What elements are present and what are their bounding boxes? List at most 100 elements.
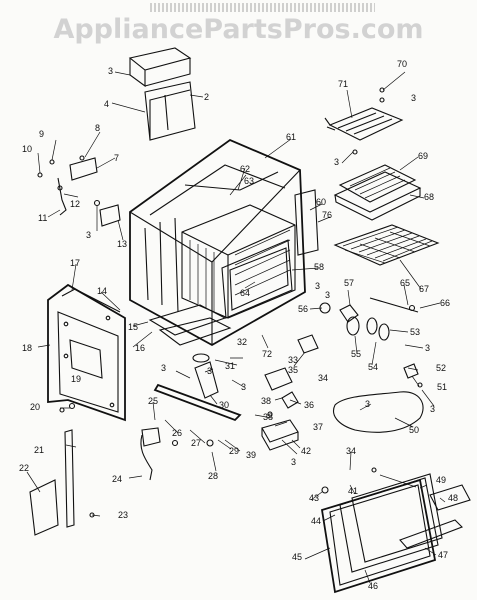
kick-plate [29,407,95,536]
callout-71: 71 [338,79,348,89]
callout-37: 37 [313,422,323,432]
callout-31: 31 [225,361,235,371]
broil-pan [333,164,422,221]
callout-3: 3 [411,93,416,103]
callout-65: 65 [400,278,410,288]
callout-4: 4 [104,99,109,109]
leader-lines [26,71,446,584]
callout-48: 48 [448,493,458,503]
callout-28: 28 [208,471,218,481]
callout-23: 23 [118,510,128,520]
callout-26: 26 [172,428,182,438]
callout-34: 34 [318,373,328,383]
callout-3: 3 [291,457,296,467]
watermark: AppliancePartsPros.com [53,14,424,45]
callout-25: 25 [148,396,158,406]
callout-3: 3 [430,404,435,414]
callout-38: 38 [261,396,271,406]
callout-53: 53 [410,327,420,337]
callout-2: 2 [204,92,209,102]
callout-35: 35 [288,365,298,375]
callout-8: 8 [95,123,100,133]
callout-69: 69 [418,151,428,161]
callout-64: 64 [240,288,250,298]
callout-3: 3 [425,343,430,353]
callout-15: 15 [128,322,138,332]
burner-assembly [153,334,319,422]
callout-50: 50 [409,425,419,435]
callout-49: 49 [436,475,446,485]
callout-30: 30 [219,400,229,410]
oven-bottom-panel [333,391,424,433]
callout-3: 3 [315,281,320,291]
callout-34: 34 [346,446,356,456]
callout-29: 29 [229,446,239,456]
callout-13: 13 [117,239,127,249]
callout-3: 3 [334,157,339,167]
callout-18: 18 [22,343,32,353]
callout-22: 22 [19,463,29,473]
callout-56: 56 [298,304,308,314]
callout-70: 70 [397,59,407,69]
callout-3: 3 [86,230,91,240]
callout-60: 60 [316,197,326,207]
callout-66: 66 [440,298,450,308]
scanned-header-text [150,3,375,12]
callout-3: 3 [325,290,330,300]
callout-3: 3 [161,363,166,373]
callout-14: 14 [97,286,107,296]
callout-7: 7 [114,153,119,163]
callout-51: 51 [437,382,447,392]
callout-3: 3 [241,382,246,392]
callout-63: 63 [244,176,254,186]
oven-rack [333,224,440,266]
callout-54: 54 [368,362,378,372]
callout-43: 43 [309,493,319,503]
callout-10: 10 [22,144,32,154]
callout-57: 57 [344,278,354,288]
callout-42: 42 [301,446,311,456]
callout-9: 9 [39,129,44,139]
callout-11: 11 [38,213,47,223]
callout-36: 36 [304,400,314,410]
callout-68: 68 [424,192,434,202]
igniter-block [261,411,299,451]
callout-12: 12 [70,199,80,209]
callout-52: 52 [436,363,446,373]
callout-67: 67 [419,284,429,294]
callout-72: 72 [262,349,272,359]
callout-20: 20 [30,402,40,412]
callout-24: 24 [112,474,122,484]
knob-parts [403,363,423,388]
callout-61: 61 [286,132,296,142]
callout-62: 62 [240,164,250,174]
gas-valve [140,427,214,481]
callout-41: 41 [348,486,358,496]
callout-55: 55 [351,349,361,359]
callout-39: 39 [246,450,256,460]
callout-16: 16 [135,343,145,353]
callout-3: 3 [108,66,113,76]
callout-44: 44 [311,516,321,526]
callout-76: 76 [322,210,332,220]
upper-bracket-part [128,47,196,141]
callout-46: 46 [368,581,378,591]
callout-21: 21 [34,445,44,455]
callout-27: 27 [191,438,201,448]
callout-33: 33 [288,355,298,365]
callout-38: 38 [263,412,273,422]
oven-door [320,467,471,594]
right-small-parts [319,297,419,341]
callout-45: 45 [292,552,302,562]
callout-17: 17 [70,258,80,268]
side-panel [47,283,126,422]
callout-3: 3 [207,366,212,376]
callout-47: 47 [438,550,448,560]
callout-3: 3 [365,399,370,409]
callout-19: 19 [71,374,81,384]
callout-32: 32 [237,337,247,347]
broil-element [324,87,404,155]
oven-body [129,138,319,347]
